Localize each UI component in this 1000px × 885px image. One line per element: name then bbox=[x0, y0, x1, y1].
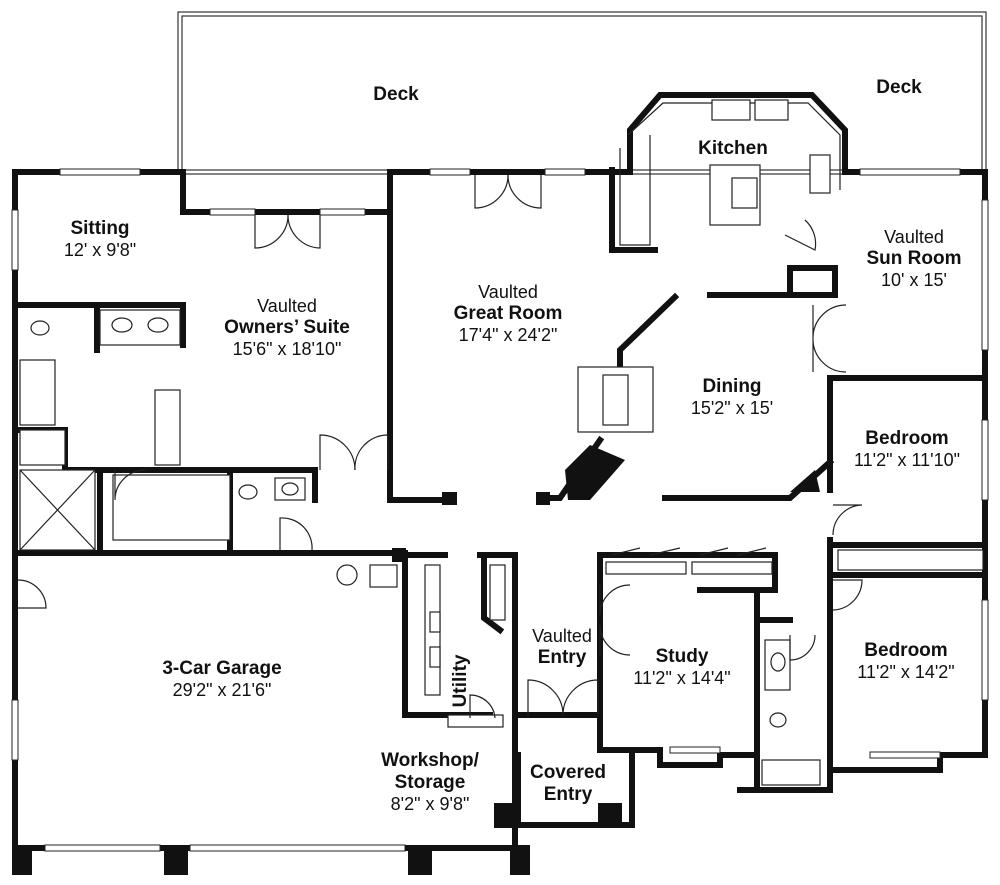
fireplace bbox=[577, 366, 654, 433]
room-prefix: Vaulted bbox=[884, 227, 944, 247]
room-size: 11'2" x 14'2" bbox=[857, 661, 955, 682]
sun-room-label: Vaulted Sun Room 10' x 15' bbox=[867, 227, 962, 290]
room-size: 10' x 15' bbox=[881, 269, 947, 290]
room-name: Great Room bbox=[453, 302, 563, 324]
closets bbox=[605, 547, 984, 575]
room-size: 11'2" x 14'4" bbox=[633, 667, 731, 688]
room-size: 17'4" x 24'2" bbox=[458, 324, 558, 345]
entry-label: Vaulted Entry bbox=[532, 626, 592, 669]
room-name-line2: Storage bbox=[394, 771, 466, 793]
room-name: Utility bbox=[450, 654, 472, 708]
windows bbox=[11, 168, 989, 852]
garage-label: 3-Car Garage 29'2" x 21'6" bbox=[162, 658, 281, 701]
study-label: Study 11'2" x 14'4" bbox=[633, 646, 730, 689]
room-name: Bedroom bbox=[865, 428, 949, 449]
room-prefix: Vaulted bbox=[257, 296, 317, 316]
sitting-label: Sitting 12' x 9'8" bbox=[64, 218, 136, 261]
owners-suite-label: Vaulted Owners’ Suite 15'6" x 18'10" bbox=[224, 296, 350, 359]
deck-right-label: Deck bbox=[876, 77, 921, 99]
room-name: Kitchen bbox=[698, 138, 768, 159]
room-size: 8'2" x 9'8" bbox=[390, 793, 470, 814]
dining-label: Dining 15'2" x 15' bbox=[691, 376, 773, 419]
room-prefix: Vaulted bbox=[478, 282, 538, 302]
deck-left-label: Deck bbox=[373, 84, 418, 106]
room-name: Sun Room bbox=[866, 247, 962, 269]
workshop-label: Workshop/ Storage 8'2" x 9'8" bbox=[381, 750, 479, 814]
room-size: 15'6" x 18'10" bbox=[232, 338, 342, 359]
room-size: 12' x 9'8" bbox=[63, 239, 137, 260]
room-name: 3-Car Garage bbox=[162, 658, 282, 679]
room-name-line1: Covered bbox=[529, 762, 607, 783]
covered-entry-label: Covered Entry bbox=[530, 762, 606, 806]
room-name-line2: Entry bbox=[543, 783, 593, 805]
great-room-label: Vaulted Great Room 17'4" x 24'2" bbox=[454, 282, 563, 345]
kitchen-label: Kitchen bbox=[698, 138, 768, 160]
room-name-line1: Workshop/ bbox=[381, 750, 479, 771]
room-name: Sitting bbox=[70, 218, 130, 239]
room-name: Bedroom bbox=[864, 640, 948, 661]
utility-label: Utility bbox=[450, 655, 472, 708]
room-size: 29'2" x 21'6" bbox=[172, 679, 272, 700]
room-size: 15'2" x 15' bbox=[690, 397, 774, 418]
deck-outline bbox=[177, 11, 987, 175]
bedroom-upper-label: Bedroom 11'2" x 11'10" bbox=[854, 428, 960, 471]
room-name: Dining bbox=[702, 376, 762, 397]
room-prefix: Vaulted bbox=[532, 626, 592, 646]
room-name: Study bbox=[655, 646, 709, 667]
doors bbox=[17, 174, 863, 719]
room-name: Owners’ Suite bbox=[224, 316, 350, 338]
bedroom-lower-label: Bedroom 11'2" x 14'2" bbox=[857, 640, 954, 683]
room-size: 11'2" x 11'10" bbox=[853, 449, 961, 470]
room-name: Deck bbox=[373, 84, 419, 105]
kitchen-fixtures bbox=[619, 99, 841, 246]
bath-fixtures bbox=[19, 309, 821, 786]
utility-fixtures bbox=[424, 564, 506, 728]
room-name: Deck bbox=[876, 77, 922, 98]
room-name: Entry bbox=[537, 646, 587, 668]
